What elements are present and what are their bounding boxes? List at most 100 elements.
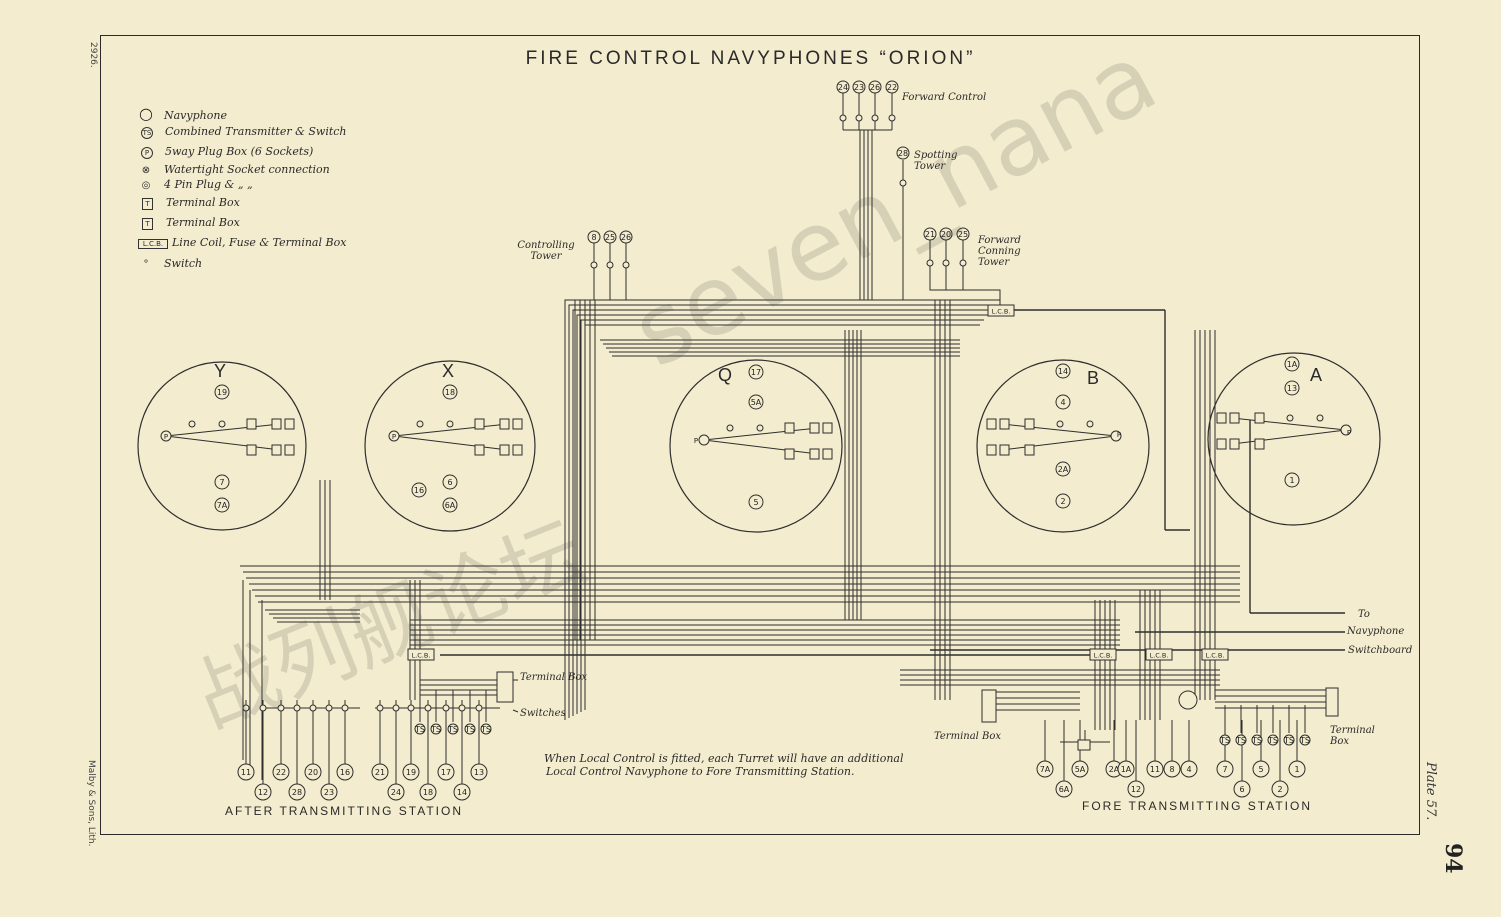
after-station-navyphone: 19	[402, 763, 420, 781]
after-station-navyphone: 24	[387, 783, 405, 801]
legend-row: L.C.B.Line Coil, Fuse & Terminal Box	[138, 236, 346, 254]
lcb-text: L.C.B.	[1206, 652, 1225, 660]
navyphone-circle	[442, 497, 458, 513]
navyphone-number: 19	[406, 768, 416, 777]
lcb-rect	[1145, 648, 1173, 661]
navyphone-circle	[587, 230, 601, 244]
local-control-note-line2: Local Control Navyphone to Fore Transmit…	[546, 765, 855, 778]
terminal-box	[822, 448, 833, 460]
navyphone-number: 1A	[1287, 360, 1298, 369]
plate-number: Plate 57.	[1423, 762, 1438, 821]
fore-station-navyphone: 5A	[1071, 760, 1089, 778]
navyphone-number: 25	[605, 233, 615, 242]
forward-control-navyphone: 23	[852, 80, 866, 94]
navyphone-number: 12	[258, 788, 268, 797]
turret-navyphone: 6	[442, 474, 458, 490]
after-station-navyphone: 23	[320, 783, 338, 801]
terminal-box	[474, 444, 485, 456]
navyphone-number: 6	[1239, 785, 1244, 794]
fore-station-ts: TS	[1251, 734, 1263, 746]
socket-symbol	[726, 424, 734, 432]
plug-symbol	[926, 259, 934, 267]
navyphone-circle	[1233, 780, 1251, 798]
legend-row: °Switch	[138, 257, 203, 275]
wire	[393, 423, 509, 437]
plug-symbol	[442, 704, 450, 712]
wire	[929, 275, 1001, 305]
terminal-box	[999, 418, 1010, 430]
navyphone-circle	[603, 230, 617, 244]
forward-control-label: Forward Control	[902, 92, 987, 103]
turret-letter-b: B	[1087, 368, 1100, 388]
legend-label: Watertight Socket connection	[164, 163, 330, 176]
navyphone-number: TS	[430, 725, 441, 734]
lcb-rect	[407, 648, 435, 661]
navyphone-number: 23	[324, 788, 334, 797]
plug-symbol	[622, 261, 630, 269]
navyphone-number: 16	[340, 768, 350, 777]
after-station-ts: TS	[447, 723, 459, 735]
after-switches-label: Switches	[520, 708, 566, 719]
plug-symbol	[888, 114, 896, 122]
terminal-box	[822, 422, 833, 434]
terminal-box	[999, 444, 1010, 456]
page-number: 94	[1440, 843, 1466, 874]
navyphone-circle	[470, 763, 488, 781]
socket-symbol	[218, 420, 226, 428]
wiring-lines	[165, 93, 1347, 785]
navyphone-number: 13	[474, 768, 484, 777]
plug-symbol	[376, 704, 384, 712]
navyphone-number: 14	[1058, 367, 1068, 376]
fore-station-navyphone: 5	[1252, 760, 1270, 778]
terminal-box	[986, 418, 997, 430]
fore-station-navyphone: 8	[1163, 760, 1181, 778]
lcb-rect	[1089, 648, 1117, 661]
conning-tower-navyphone: 25	[956, 227, 970, 241]
plug-symbol	[424, 704, 432, 712]
navyphone-circle	[1283, 734, 1295, 746]
forward-control-navyphone: 26	[868, 80, 882, 94]
navyphone-circle	[464, 723, 476, 735]
navyphone-circle	[1055, 363, 1071, 379]
fore-station-ts: TS	[1235, 734, 1247, 746]
navyphone-circle	[304, 763, 322, 781]
navyphone-number: 22	[887, 83, 897, 92]
wire	[703, 427, 819, 441]
navyphone-circle	[1219, 734, 1231, 746]
navyphone-number: 18	[423, 788, 433, 797]
navyphone-number: 2	[1277, 785, 1282, 794]
navyphone-circle	[1180, 760, 1198, 778]
turret-circle	[364, 360, 536, 532]
legend-label: Combined Transmitter & Switch	[165, 125, 347, 138]
navyphone-circle	[1284, 380, 1300, 396]
plug-symbol	[590, 261, 598, 269]
navyphone-number: TS	[1267, 736, 1278, 745]
plug-symbol	[899, 179, 907, 187]
navyphone-number: TS	[1251, 736, 1262, 745]
navyphone-number: 6	[447, 478, 452, 487]
fore-station-navyphone: 7	[1216, 760, 1234, 778]
legend-label: Navyphone	[164, 109, 227, 122]
terminal-box	[1254, 438, 1265, 450]
fore-station-navyphone	[1178, 690, 1198, 710]
wire	[564, 299, 1000, 720]
after-station-navyphone: 17	[437, 763, 455, 781]
turret-letter-q: Q	[718, 365, 733, 385]
navyphone-circle	[237, 763, 255, 781]
plug-symbol	[325, 704, 333, 712]
turret-navyphone: 5	[748, 494, 764, 510]
navyphone-circle	[896, 146, 910, 160]
fore-station-ts: TS	[1299, 734, 1311, 746]
fore-terminal-box-right-label: Terminal Box	[1330, 725, 1375, 747]
navyphone-circle	[411, 482, 427, 498]
plug-symbol	[855, 114, 863, 122]
legend-row: ⊗Watertight Socket connection	[138, 163, 330, 181]
margin-number: 2926.	[88, 42, 98, 68]
after-station-navyphone: 20	[304, 763, 322, 781]
turret-circles	[137, 352, 1381, 533]
navyphone-circle	[442, 384, 458, 400]
navyphone-number: 21	[375, 768, 385, 777]
turret-navyphone: 5A	[748, 394, 764, 410]
